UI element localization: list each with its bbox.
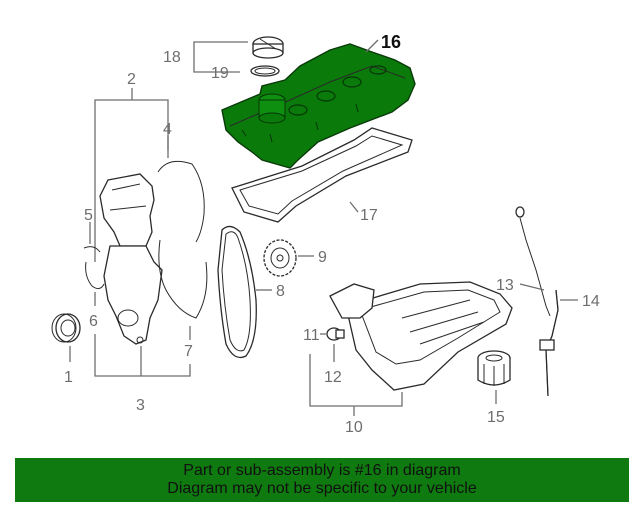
callout-1: 1 bbox=[64, 369, 73, 386]
callout-7: 7 bbox=[184, 343, 193, 360]
oil-dipstick-part[interactable] bbox=[515, 206, 551, 317]
part-info-line-2: Diagram may not be specific to your vehi… bbox=[167, 480, 477, 497]
callout-4: 4 bbox=[163, 121, 172, 138]
leader-line-19 bbox=[193, 56, 240, 73]
callout-11: 11 bbox=[303, 327, 320, 344]
upper-timing-cover-part[interactable] bbox=[99, 173, 155, 247]
callout-9: 9 bbox=[318, 249, 327, 266]
callout-2: 2 bbox=[127, 71, 136, 88]
timing-cover-gasket-lower-part[interactable] bbox=[158, 239, 208, 319]
exploded-parts-diagram: 18 19 16 17 bbox=[51, 32, 600, 436]
leader-line-18 bbox=[193, 41, 248, 56]
leader-line-16 bbox=[365, 39, 379, 53]
timing-cover-gasket-upper-part[interactable] bbox=[157, 160, 205, 243]
valve-cover-part-16[interactable] bbox=[221, 43, 416, 169]
callout-5: 5 bbox=[84, 207, 93, 224]
dipstick-tube-part[interactable] bbox=[539, 289, 559, 397]
oil-filler-cap-part[interactable] bbox=[252, 36, 284, 59]
callout-15: 15 bbox=[487, 409, 505, 426]
oil-pan-part[interactable] bbox=[345, 281, 513, 391]
baffle-plate-part[interactable] bbox=[329, 283, 375, 319]
crankshaft-seal-part[interactable] bbox=[51, 313, 81, 343]
part-info-line-1: Part or sub-assembly is #16 in diagram bbox=[183, 462, 461, 479]
callout-18: 18 bbox=[163, 49, 181, 66]
callout-19: 19 bbox=[211, 65, 229, 82]
callout-3: 3 bbox=[136, 397, 145, 414]
callout-8: 8 bbox=[276, 283, 285, 300]
leader-line-13 bbox=[519, 283, 545, 291]
part-info-banner: Part or sub-assembly is #16 in diagram D… bbox=[15, 458, 629, 502]
callout-6: 6 bbox=[89, 313, 98, 330]
callout-16: 16 bbox=[381, 32, 401, 52]
callout-10: 10 bbox=[345, 419, 363, 436]
leader-line-17 bbox=[349, 201, 359, 213]
seal-part-6[interactable] bbox=[85, 261, 105, 290]
callout-13: 13 bbox=[496, 277, 514, 294]
timing-belt-part[interactable] bbox=[217, 225, 257, 359]
leader-line-3 bbox=[94, 334, 191, 377]
camshaft-sprocket-part[interactable] bbox=[263, 239, 297, 277]
drain-plug-part[interactable] bbox=[326, 327, 345, 341]
seal-part-5[interactable] bbox=[83, 246, 101, 253]
valve-cover-gasket-part[interactable] bbox=[231, 127, 413, 223]
leader-line-10 bbox=[309, 354, 403, 407]
callout-17: 17 bbox=[360, 207, 378, 224]
callout-14: 14 bbox=[582, 293, 600, 310]
callout-12: 12 bbox=[324, 369, 342, 386]
oil-filter-part[interactable] bbox=[477, 350, 511, 386]
oil-filler-cap-gasket-part[interactable] bbox=[250, 65, 280, 77]
lower-timing-cover-part[interactable] bbox=[103, 245, 163, 345]
